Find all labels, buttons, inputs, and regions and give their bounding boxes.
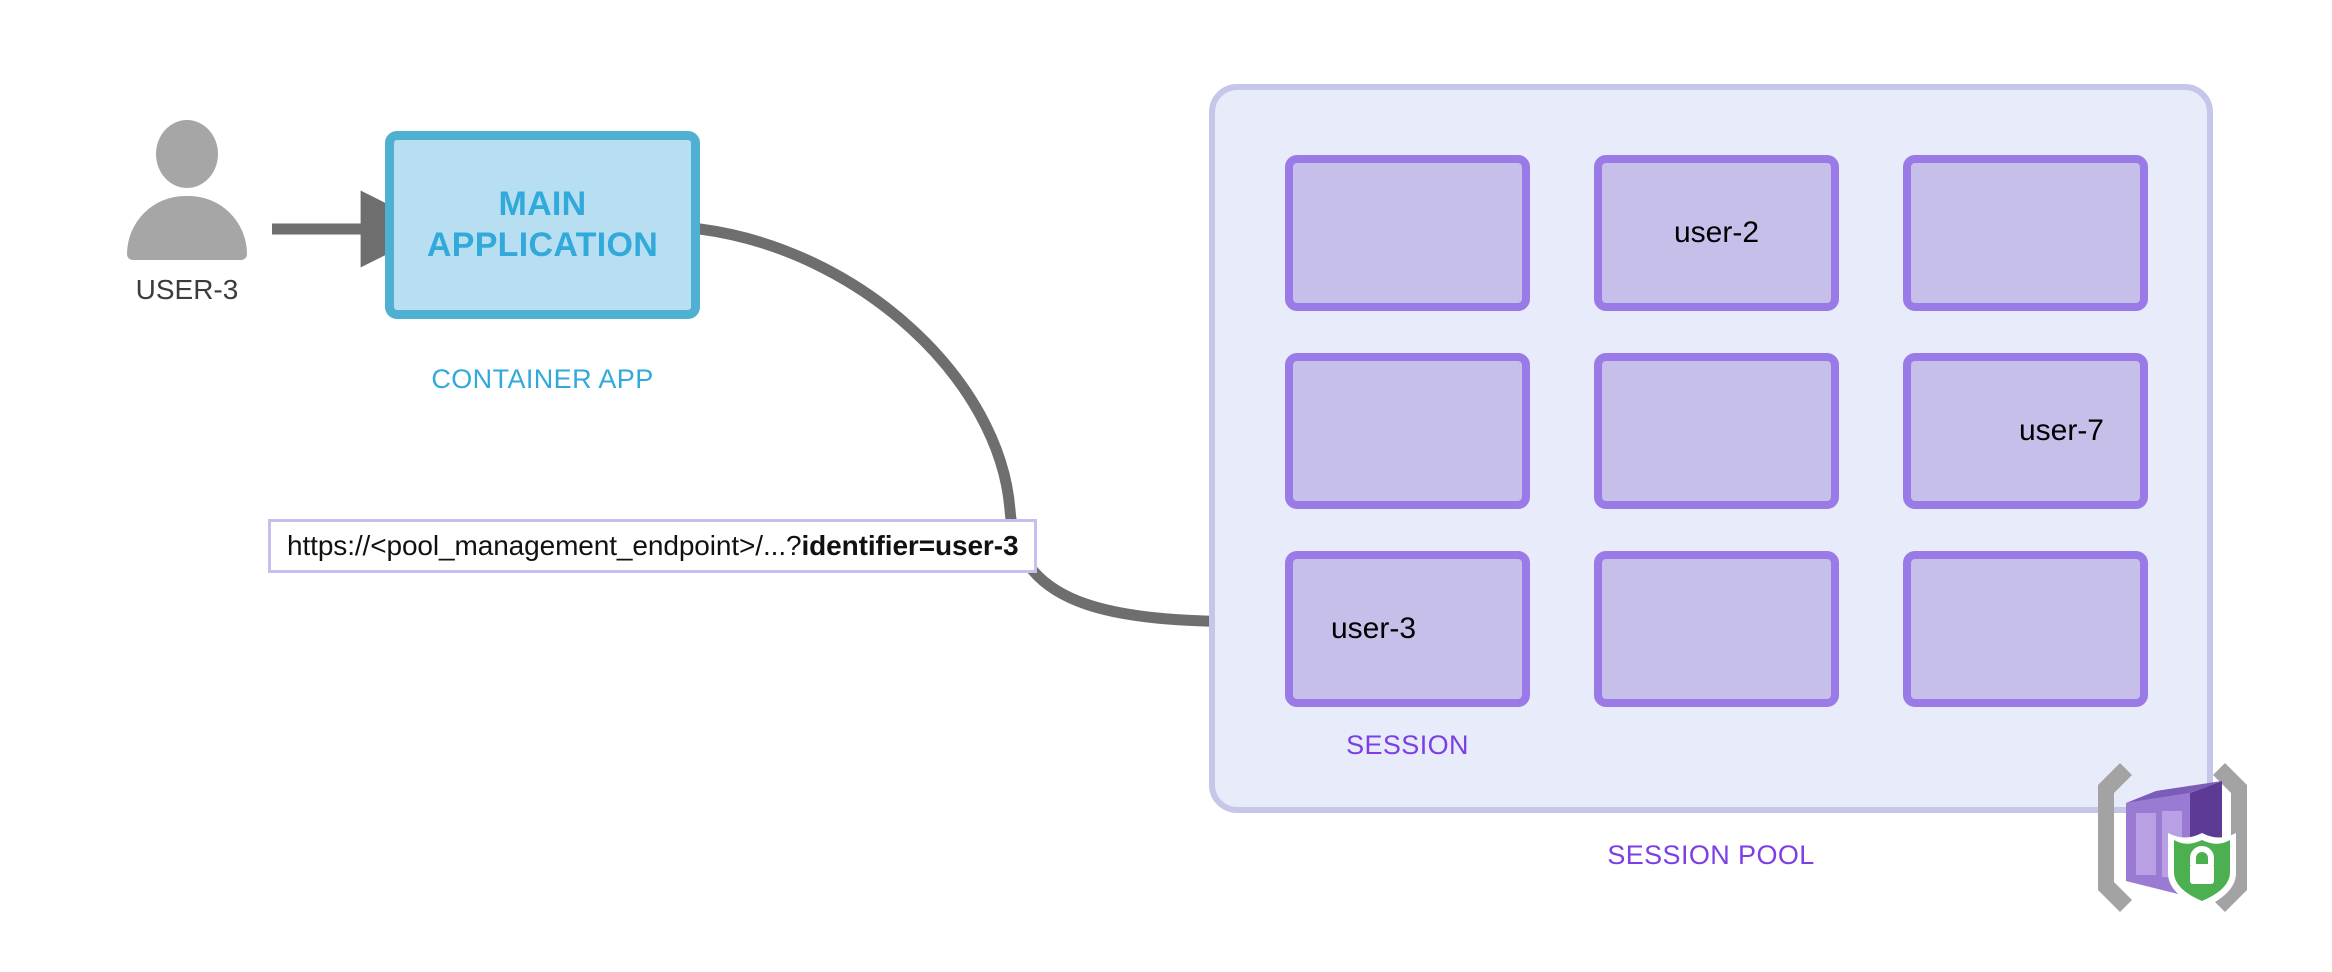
- shield-lock-icon: [2168, 833, 2236, 909]
- url-identifier-text: identifier=user-3: [801, 530, 1019, 561]
- main-application-title: MAIN APPLICATION: [427, 184, 658, 267]
- user-actor: USER-3: [112, 120, 262, 320]
- session-caption: SESSION: [1346, 730, 1469, 760]
- session-box[interactable]: [1594, 551, 1839, 707]
- url-callout-text: https://<pool_management_endpoint>/...?i…: [287, 530, 1019, 562]
- url-prefix-text: https://<pool_management_endpoint>/...?: [287, 530, 802, 561]
- session-box[interactable]: user-2: [1594, 155, 1839, 311]
- main-application-box[interactable]: MAIN APPLICATION: [385, 131, 700, 319]
- person-head-shape: [156, 120, 218, 188]
- session-box[interactable]: [1903, 155, 2148, 311]
- bracket-shapes: [2098, 763, 2247, 912]
- session-box[interactable]: [1594, 353, 1839, 509]
- session-box[interactable]: [1285, 353, 1530, 509]
- session-label: user-7: [2018, 414, 2104, 447]
- session-box-user-3[interactable]: user-3: [1285, 551, 1530, 707]
- session-grid: user-2 user-7 user-3: [1285, 155, 2148, 707]
- session-box[interactable]: [1285, 155, 1530, 311]
- session-pool-caption: SESSION POOL: [1607, 840, 1815, 870]
- session-label: user-3: [1331, 612, 1417, 645]
- main-application-title-line1: MAIN: [498, 184, 587, 223]
- person-icon: [122, 120, 252, 260]
- azure-dynamic-sessions-icon: [2098, 763, 2247, 912]
- user-label: USER-3: [135, 274, 239, 305]
- url-callout-box: https://<pool_management_endpoint>/...?i…: [268, 519, 1038, 573]
- session-box[interactable]: user-7: [1903, 353, 2148, 509]
- container-app-label: CONTAINER APP: [431, 364, 654, 394]
- person-body-shape: [127, 196, 247, 260]
- main-application-title-line2: APPLICATION: [426, 226, 659, 264]
- session-label: user-2: [1673, 216, 1760, 249]
- session-box[interactable]: [1903, 551, 2148, 707]
